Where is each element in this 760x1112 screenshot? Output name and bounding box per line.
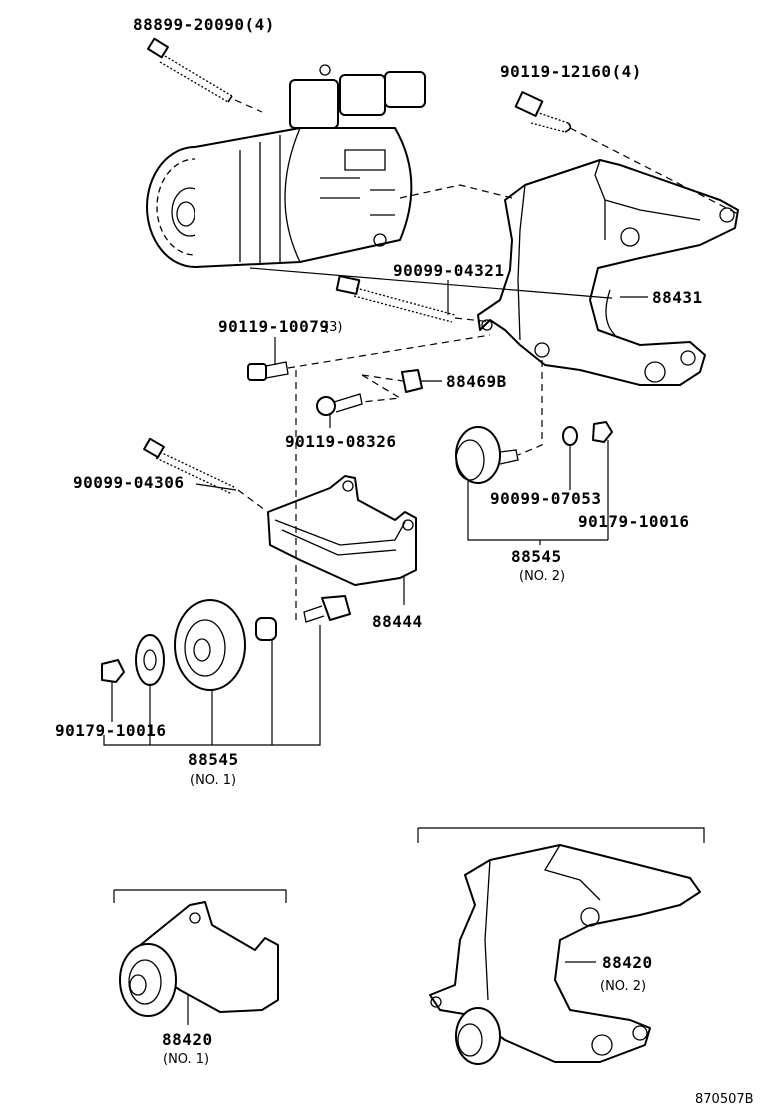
label-90179-10016-right: 90179-10016 [578, 512, 689, 531]
bracket-88431-drawing [477, 159, 739, 386]
bolt-90099-04306-drawing [143, 437, 237, 495]
label-90119-12160: 90119-12160(4) [500, 62, 642, 81]
bolt-90119-10079-drawing [247, 361, 289, 381]
bracket-88444-drawing [267, 475, 417, 586]
dashed-assembly-lines [234, 99, 741, 620]
label-88420-no2-sub: (NO. 2) [600, 979, 646, 994]
label-90099-07053: 90099-07053 [490, 489, 601, 508]
label-88431: 88431 [652, 288, 703, 307]
label-88545-no1-sub: (NO. 1) [190, 773, 236, 788]
label-90099-04321: 90099-04321 [393, 261, 504, 280]
label-90119-10079-qty: (3) [324, 320, 342, 335]
assy-88420-no1-drawing [119, 901, 279, 1017]
pulley-no2-drawing [455, 421, 613, 484]
pulley-no1-drawing [101, 595, 351, 691]
label-88899-20090: 88899-20090(4) [133, 15, 275, 34]
labels: 88899-20090(4) 90119-12160(4) 90099-0432… [55, 15, 754, 1107]
label-90119-10079: 90119-10079 [218, 317, 329, 336]
bolt-90119-12160-drawing [514, 91, 572, 133]
label-88469b: 88469B [446, 372, 507, 391]
bolt-88899-20090-drawing [147, 37, 233, 103]
label-88420-no2: 88420 [602, 953, 653, 972]
label-88545-no2: 88545 [511, 547, 562, 566]
figure-code: 870507B [695, 1092, 754, 1107]
label-88545-no2-sub: (NO. 2) [519, 569, 565, 584]
label-90099-04306: 90099-04306 [73, 473, 184, 492]
label-88420-no1: 88420 [162, 1030, 213, 1049]
label-88545-no1: 88545 [188, 750, 239, 769]
assy-88420-no2-drawing [429, 844, 701, 1065]
stud-90099-04321-drawing [335, 275, 456, 323]
clip-88469b-drawing [401, 369, 423, 393]
label-90179-10016-left: 90179-10016 [55, 721, 166, 740]
label-90119-08326: 90119-08326 [285, 432, 396, 451]
label-88444: 88444 [372, 612, 423, 631]
ac-compressor-drawing [146, 64, 426, 268]
bolt-90119-08326-drawing [316, 393, 363, 416]
leader-lines [103, 267, 705, 1025]
label-88420-no1-sub: (NO. 1) [163, 1052, 209, 1067]
